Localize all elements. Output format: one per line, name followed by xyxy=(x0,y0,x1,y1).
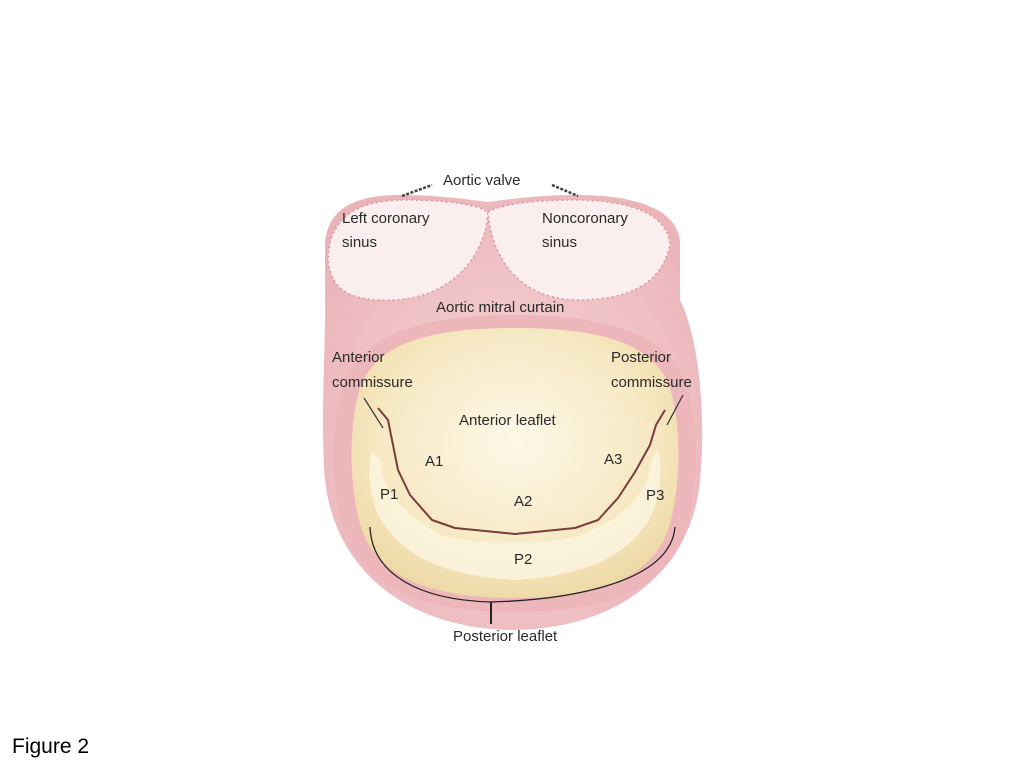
aortic-valve-leader-right xyxy=(551,183,579,198)
scallop-p3-label: P3 xyxy=(646,487,664,504)
scallop-p2-label: P2 xyxy=(514,551,532,568)
posterior-commissure-leader xyxy=(666,394,684,426)
left-coronary-sinus-label-line2: sinus xyxy=(342,234,377,251)
posterior-commissure-label-line1: Posterior xyxy=(611,349,671,366)
posterior-commissure-label-line2: commissure xyxy=(611,374,692,391)
left-coronary-sinus-label-line1: Left coronary xyxy=(342,210,430,227)
aortic-valve-leader-left xyxy=(401,183,433,198)
noncoronary-sinus-label-line2: sinus xyxy=(542,234,577,251)
scallop-a1-label: A1 xyxy=(425,453,443,470)
aortic-mitral-curtain-label: Aortic mitral curtain xyxy=(436,299,564,316)
posterior-scallops xyxy=(369,450,661,580)
figure-caption: Figure 2 xyxy=(12,735,90,758)
anterior-commissure-label-line1: Anterior xyxy=(332,349,385,366)
left-coronary-sinus xyxy=(327,199,489,301)
anterior-leaflet-label: Anterior leaflet xyxy=(459,412,557,429)
noncoronary-sinus xyxy=(487,199,671,301)
posterior-leaflet-label: Posterior leaflet xyxy=(453,628,558,645)
scallop-a2-label: A2 xyxy=(514,493,532,510)
anterior-commissure-label-line2: commissure xyxy=(332,374,413,391)
aortic-valve-label: Aortic valve xyxy=(443,172,521,189)
scallop-a3-label: A3 xyxy=(604,451,622,468)
posterior-leaflet-bracket xyxy=(369,526,676,603)
anterior-commissure-leader xyxy=(363,397,384,429)
scallop-p1-label: P1 xyxy=(380,486,398,503)
noncoronary-sinus-label-line1: Noncoronary xyxy=(542,210,628,227)
coaptation-line xyxy=(377,407,666,535)
